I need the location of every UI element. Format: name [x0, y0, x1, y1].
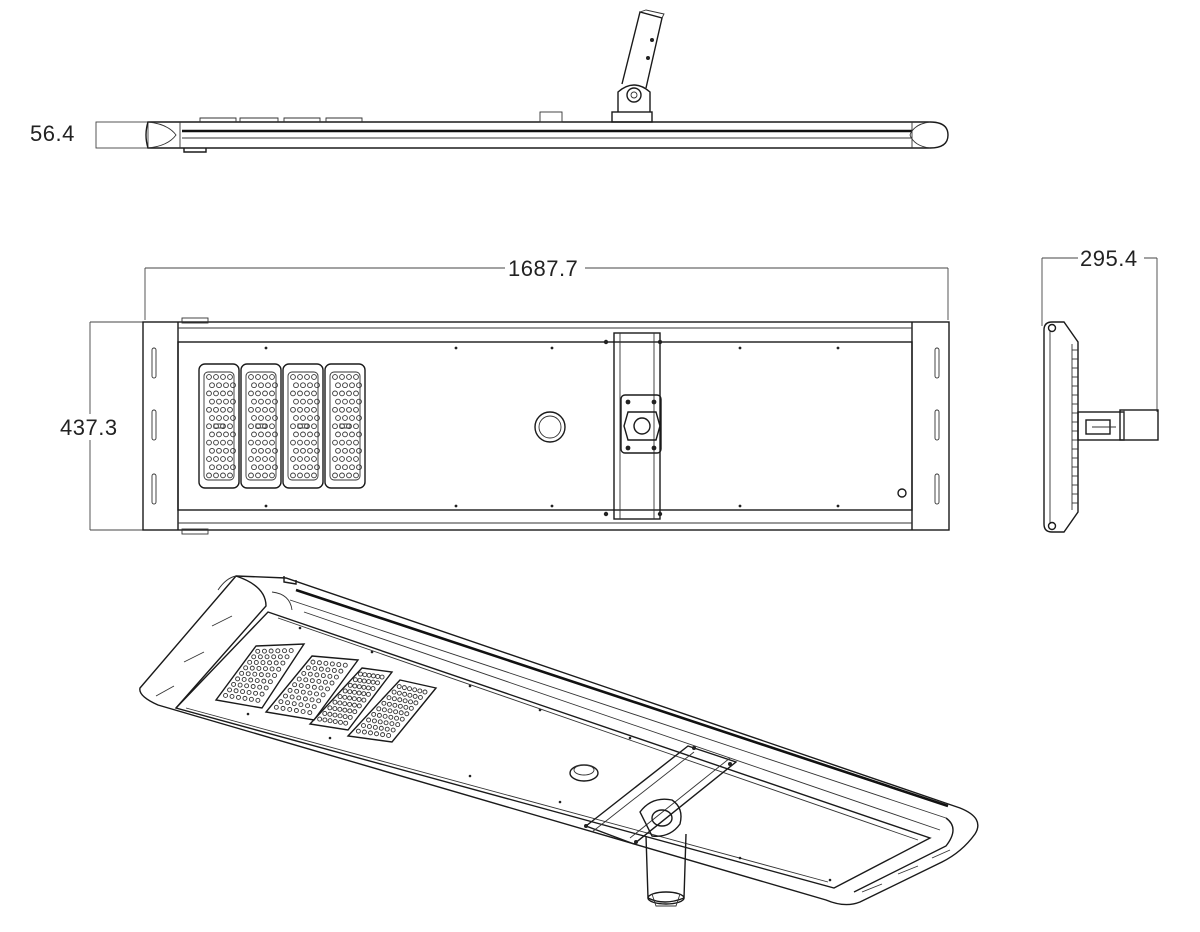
- led-module-3: [282, 363, 324, 489]
- iso-led-modules: [214, 643, 438, 743]
- length-dimension-label: 1687.7: [508, 256, 578, 281]
- iso-bottom-panel: [174, 611, 932, 889]
- end-cap-slots: [151, 347, 940, 505]
- width-dimension-label: 437.3: [60, 415, 118, 440]
- depth-dimension-label: 295.4: [1080, 246, 1138, 271]
- sensor-window: [534, 411, 566, 443]
- sensor-bump: [539, 111, 563, 123]
- luminaire-body-side: [145, 121, 949, 149]
- bottom-panel: [177, 341, 913, 511]
- pole-mount-end: [1077, 409, 1159, 441]
- side-elevation-view: 56.4: [30, 9, 949, 153]
- bottom-plan-view: 1687.7 437.3: [58, 256, 950, 535]
- mounting-bar-plan: [603, 332, 663, 520]
- iso-body-outline: [139, 575, 979, 906]
- bottom-bracket: [183, 148, 207, 153]
- luminaire-body-plan: [142, 321, 950, 531]
- height-dimension-label: 56.4: [30, 121, 75, 146]
- iso-sensor: [569, 764, 599, 782]
- end-elevation-view: 295.4: [1041, 246, 1159, 533]
- height-dimension-box: [95, 121, 149, 149]
- pole-mount-side: [611, 9, 665, 123]
- iso-mounting-bar: [584, 745, 738, 907]
- led-module-1: [198, 363, 240, 489]
- led-module-2: [240, 363, 282, 489]
- end-profile: [1043, 321, 1079, 533]
- drain-hole: [897, 488, 907, 498]
- isometric-view: [139, 575, 979, 907]
